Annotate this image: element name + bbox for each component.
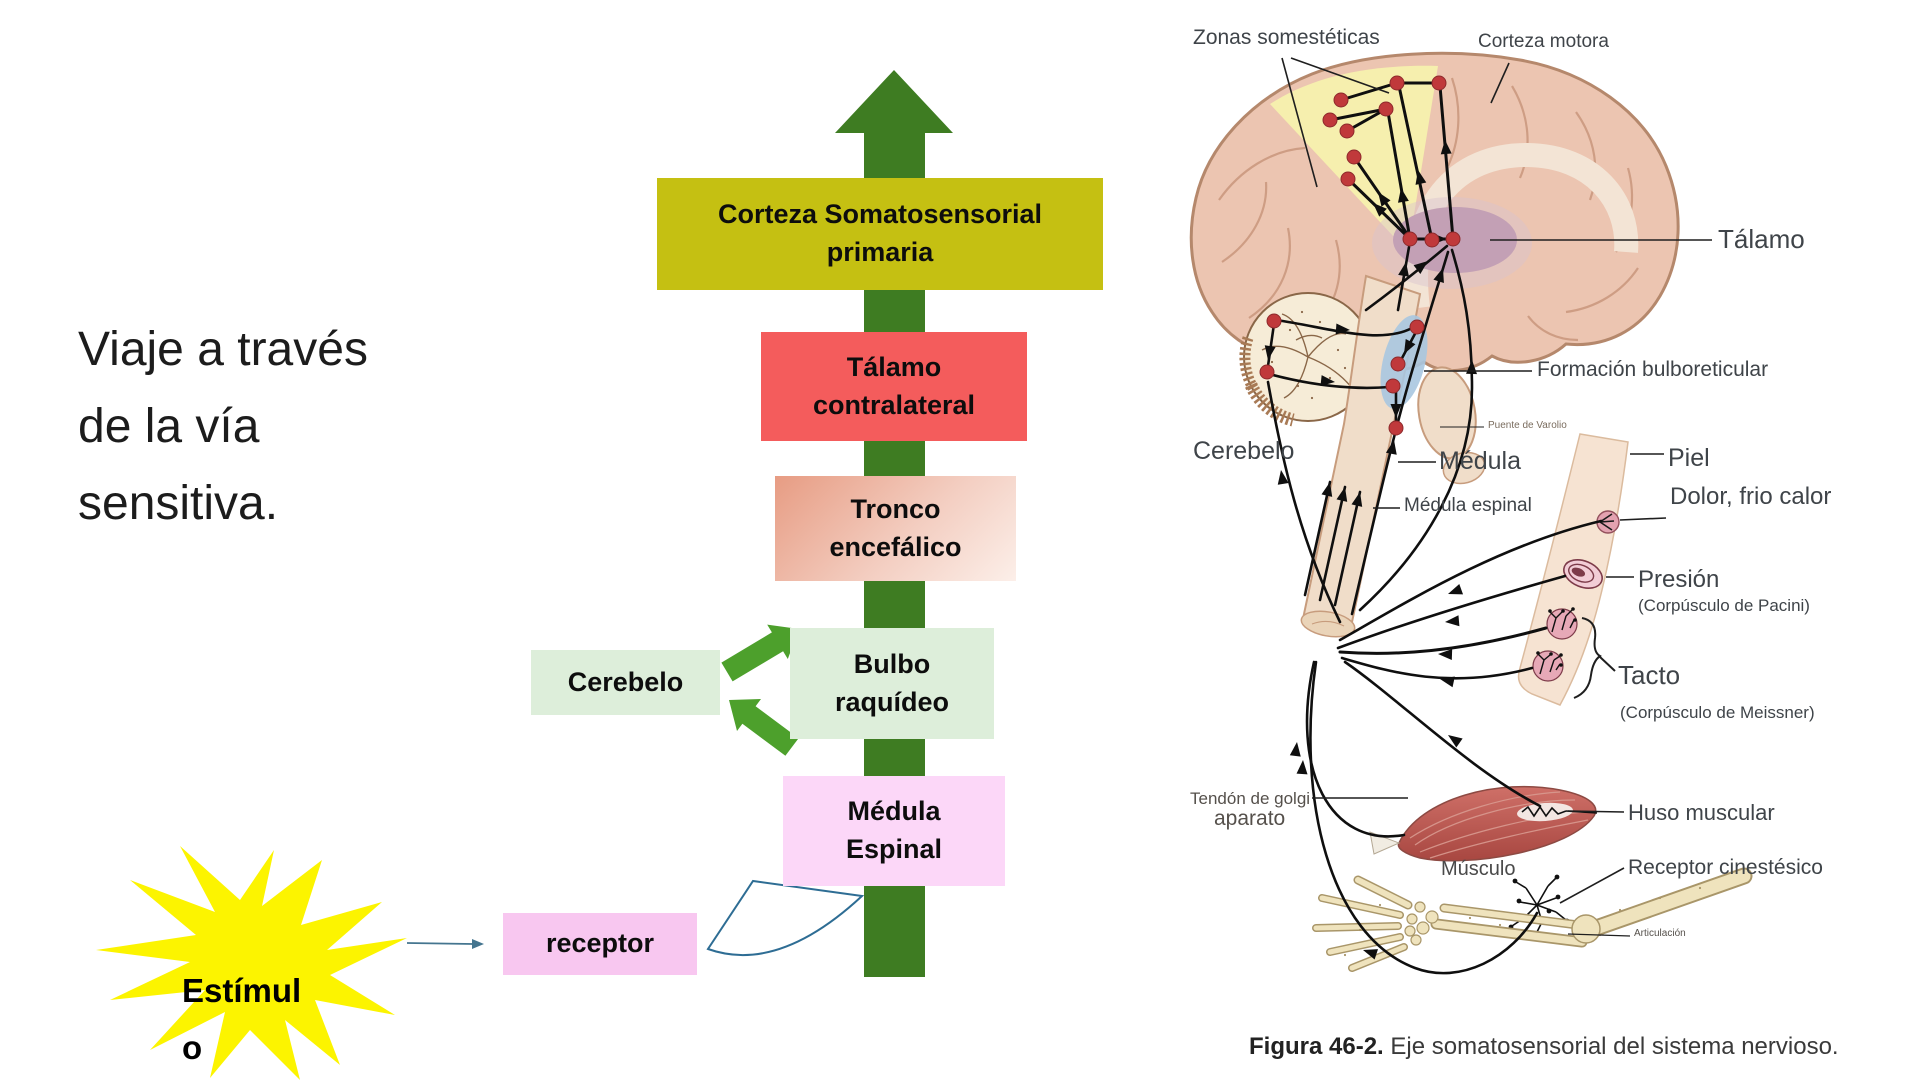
label-articulacion: Articulación <box>1634 928 1686 939</box>
flow-side-arrows <box>721 624 799 756</box>
relay-dots <box>1259 75 1461 436</box>
label-presion: Presión <box>1638 566 1720 593</box>
stimulus-to-receptor-arrow <box>406 939 484 949</box>
figure-caption-number: Figura 46-2. <box>1249 1033 1384 1060</box>
label-zonas-somesteticas: Zonas somestéticas <box>1193 26 1380 49</box>
label-corteza-motora: Corteza motora <box>1478 31 1609 52</box>
arrow-to-cerebelo <box>729 699 799 756</box>
figure-caption: Figura 46-2. Eje somatosensorial del sis… <box>1249 1033 1839 1061</box>
figure-caption-text: Eje somatosensorial del sistema nervioso… <box>1383 1033 1839 1060</box>
label-aparato: aparato <box>1214 807 1286 830</box>
label-receptor-cinestesico: Receptor cinestésico <box>1628 856 1823 879</box>
label-tendon-de-golgi: Tendón de golgi <box>1190 789 1311 808</box>
label-puente-de-varolio: Puente de Varolio <box>1488 420 1567 431</box>
label-dolor-frio-calor: Dolor, frio calor <box>1670 483 1832 510</box>
flow-box-medula-espinal: Médula Espinal <box>783 776 1005 886</box>
muscle-shape <box>1369 785 1598 862</box>
pacini-corpuscle-icon <box>1563 559 1603 589</box>
label-talamo: Tálamo <box>1718 224 1805 254</box>
label-corpusculo-meissner: (Corpúsculo de Meissner) <box>1620 703 1815 722</box>
label-medula-espinal: Médula espinal <box>1404 495 1532 516</box>
arm-skeleton <box>1312 867 1753 972</box>
kinesthetic-receptor-icon <box>1508 874 1570 938</box>
stimulus-label: Estímul o <box>182 972 302 1067</box>
label-medula: Médula <box>1439 447 1521 475</box>
medulla-bump <box>1442 451 1486 485</box>
label-cerebelo: Cerebelo <box>1193 437 1295 465</box>
stimulus-starburst-icon <box>96 846 407 1080</box>
label-tacto: Tacto <box>1618 660 1681 690</box>
flow-box-receptor: receptor <box>503 913 697 975</box>
meissner-corpuscle-icons <box>1532 607 1578 682</box>
flow-box-tronco-encefalico: Tronco encefálico <box>775 476 1016 581</box>
label-piel: Piel <box>1668 444 1710 472</box>
anatomy-figure <box>1189 51 1753 975</box>
label-huso-muscular: Huso muscular <box>1628 800 1775 825</box>
label-corpusculo-pacini: (Corpúsculo de Pacini) <box>1638 596 1810 615</box>
slide-title: Viaje a través de la vía sensitiva. <box>78 323 368 530</box>
flow-box-talamo-contralateral: Tálamo contralateral <box>761 332 1027 441</box>
cord-cut-end <box>1300 610 1356 638</box>
label-musculo: Músculo <box>1441 858 1516 880</box>
free-nerve-ending-icon <box>1596 510 1620 534</box>
flow-box-cerebelo: Cerebelo <box>531 650 720 715</box>
arrow-to-bulbo <box>721 624 799 682</box>
label-leader-lines <box>1281 57 1712 937</box>
fan-callout-shape <box>706 879 865 956</box>
muscle-spindle-squiggle <box>1521 805 1567 818</box>
flow-box-corteza-somatosensorial: Corteza Somatosensorial primaria <box>657 178 1103 290</box>
flow-box-bulbo-raquideo: Bulbo raquídeo <box>790 628 994 739</box>
label-formacion-bulboreticular: Formación bulboreticular <box>1537 358 1769 381</box>
